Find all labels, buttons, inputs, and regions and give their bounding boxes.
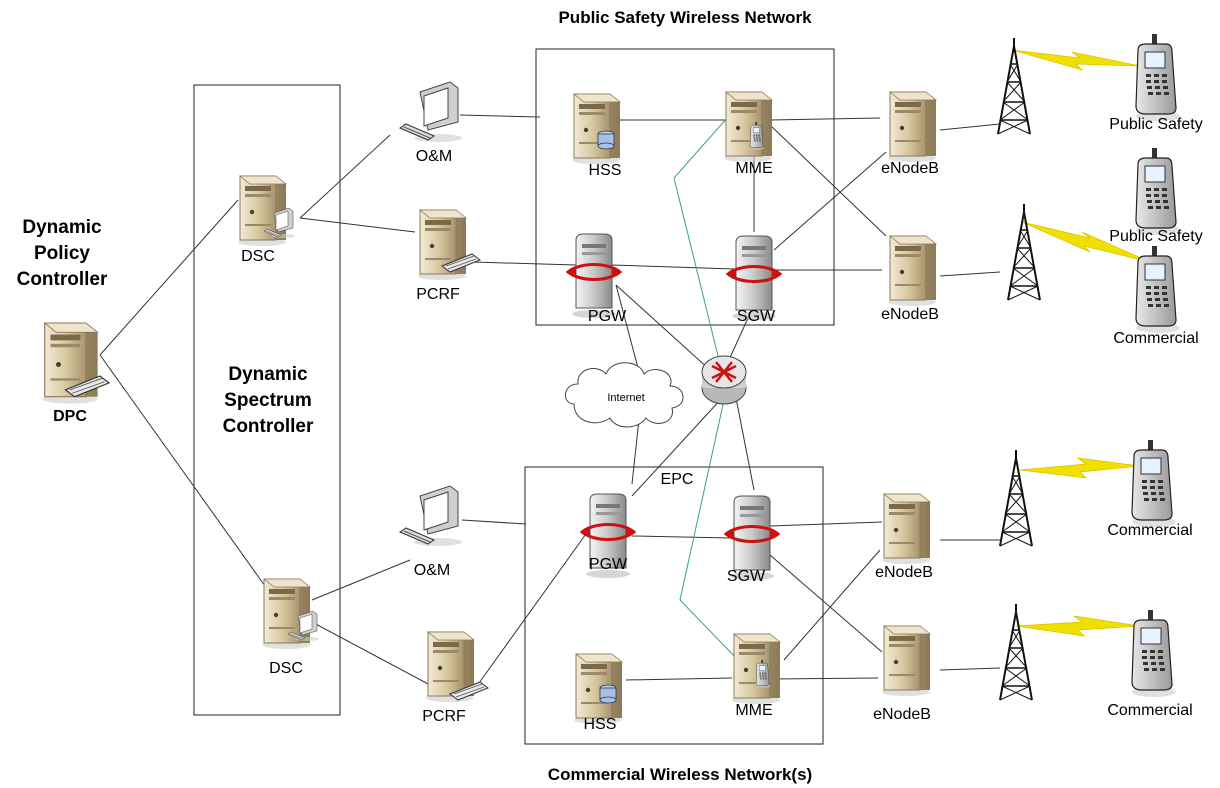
epc-label: EPC <box>660 471 694 488</box>
public-network-box <box>535 48 835 326</box>
monitor-links <box>673 116 739 661</box>
dpc-heading-line-2: Policy <box>34 243 90 264</box>
dsc-box <box>193 84 341 716</box>
pcrf-bottom-label: PCRF <box>422 708 466 725</box>
sgw-bottom-label: SGW <box>726 568 766 585</box>
phone-4-icon <box>1131 439 1177 528</box>
dsc-bottom-label: DSC <box>269 660 303 677</box>
enodeb-2-server-icon <box>887 235 937 307</box>
mme-bottom-server-icon <box>731 633 781 705</box>
phone-5-label: Commercial <box>1107 702 1193 719</box>
hss-bottom-label: HSS <box>583 716 617 733</box>
public-network-title: Public Safety Wireless Network <box>558 8 812 27</box>
om-top-workstation-icon <box>399 81 463 143</box>
dsc-heading-line-2: Spectrum <box>224 390 312 411</box>
dpc-heading: Dynamic Policy Controller <box>17 215 108 293</box>
dsc-bottom-server-icon <box>261 578 320 650</box>
core-router-icon <box>701 355 747 405</box>
enodeb-3-label: eNodeB <box>875 564 933 581</box>
mme-bottom-label: MME <box>735 702 773 719</box>
sgw-top-label: SGW <box>736 308 776 325</box>
pgw-top-label: PGW <box>587 308 627 325</box>
om-bottom-label: O&M <box>413 562 451 579</box>
dpc-server-icon <box>41 322 110 405</box>
internet-label: Internet <box>607 392 645 404</box>
pcrf-top-server-icon <box>417 209 481 281</box>
phone-3-icon <box>1135 245 1181 334</box>
tower-4-icon <box>999 603 1033 701</box>
commercial-network-title: Commercial Wireless Network(s) <box>547 765 813 784</box>
phone-2-label: Public Safety <box>1109 228 1203 245</box>
phone-2-icon <box>1135 147 1181 236</box>
tower-3-icon <box>999 449 1033 547</box>
internet-cloud-icon <box>565 362 684 428</box>
mme-top-label: MME <box>735 160 773 177</box>
enodeb-3-server-icon <box>881 493 931 565</box>
phone-5-icon <box>1131 609 1177 698</box>
dsc-top-label: DSC <box>241 248 275 265</box>
phone-1-label: Public Safety <box>1109 116 1203 133</box>
enodeb-4-label: eNodeB <box>873 706 931 723</box>
enodeb-1-server-icon <box>887 91 937 163</box>
dsc-top-server-icon <box>237 175 296 247</box>
dsc-heading-line-3: Controller <box>222 416 314 437</box>
dpc-heading-line-1: Dynamic <box>22 217 102 238</box>
phone-1-icon <box>1135 33 1181 122</box>
hss-top-label: HSS <box>588 162 622 179</box>
enodeb-1-label: eNodeB <box>881 160 939 177</box>
pcrf-bottom-server-icon <box>425 631 489 703</box>
phone-4-label: Commercial <box>1107 522 1193 539</box>
enodeb-4-server-icon <box>881 625 931 697</box>
wireless-links <box>1011 49 1151 637</box>
dpc-heading-line-3: Controller <box>16 269 108 290</box>
pgw-top-router-icon <box>566 232 622 320</box>
pgw-bottom-label: PGW <box>588 556 628 573</box>
hss-bottom-server-icon <box>573 653 623 725</box>
hss-top-server-icon <box>571 93 621 165</box>
mme-top-server-icon <box>723 91 773 163</box>
enodeb-2-label: eNodeB <box>881 306 939 323</box>
dsc-heading: Dynamic Spectrum Controller <box>223 362 314 440</box>
om-bottom-workstation-icon <box>399 485 463 547</box>
om-top-label: O&M <box>415 148 453 165</box>
commercial-network-box <box>524 466 824 745</box>
dpc-label: DPC <box>53 408 87 425</box>
links <box>99 114 1001 691</box>
pcrf-top-label: PCRF <box>416 286 460 303</box>
phone-3-label: Commercial <box>1113 330 1199 347</box>
dsc-heading-line-1: Dynamic <box>228 364 308 385</box>
tower-2-icon <box>1007 203 1041 301</box>
